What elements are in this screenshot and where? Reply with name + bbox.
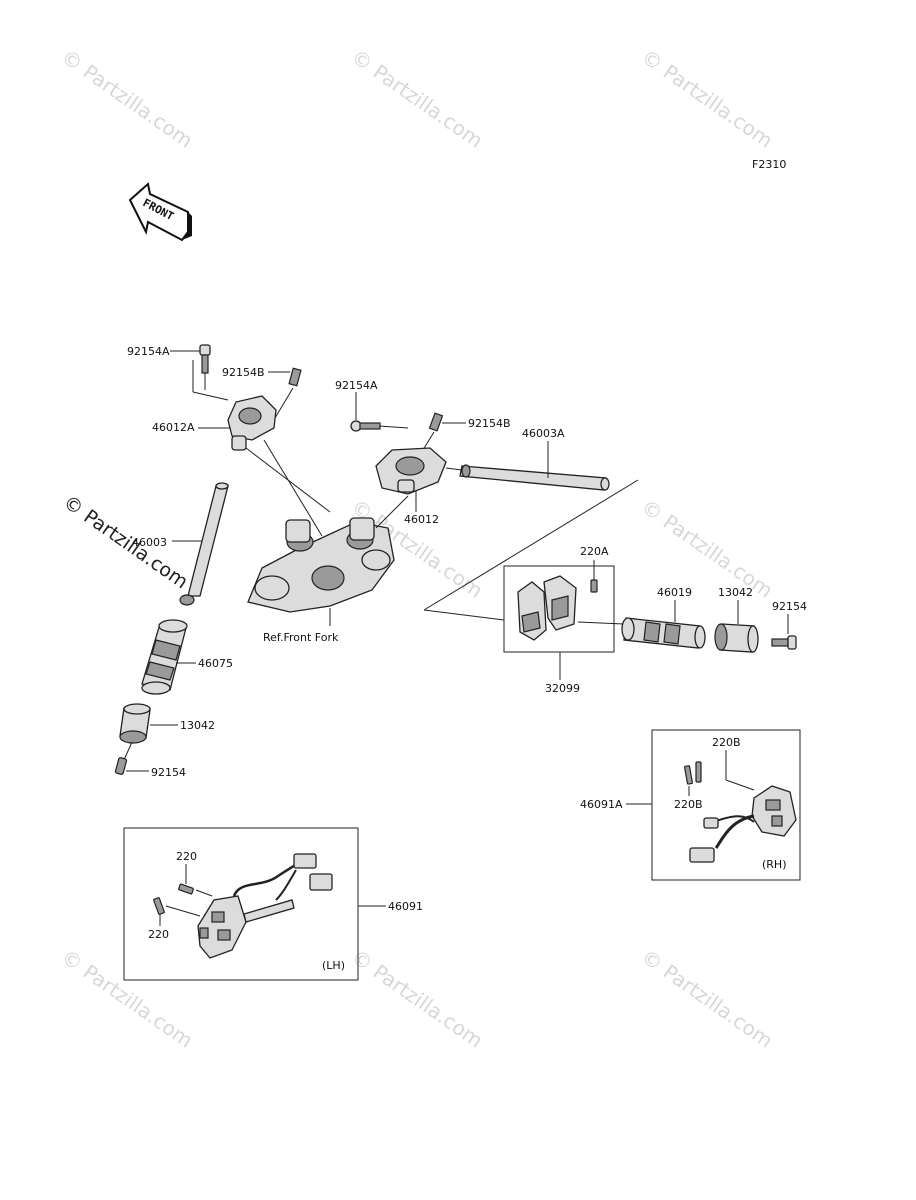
- bolt-92154a-mid[interactable]: [350, 420, 381, 432]
- bar-end-weight-13042-right[interactable]: [714, 623, 759, 653]
- screw-220b-bot[interactable]: [684, 765, 693, 785]
- callout-92154b-mid[interactable]: 92154B: [468, 417, 511, 430]
- watermark-dark: © Partzilla.com: [59, 491, 192, 593]
- figure-code: F2310: [752, 158, 786, 171]
- watermark: © Partzilla.com: [57, 944, 197, 1052]
- callout-46003[interactable]: 46003: [132, 536, 167, 549]
- ref-front-fork: Ref.Front Fork: [263, 631, 339, 644]
- bolt-92154-right[interactable]: [771, 635, 797, 650]
- callout-46091[interactable]: 46091: [388, 900, 423, 913]
- switch-lh-box: [123, 827, 359, 981]
- bolt-92154b-mid[interactable]: [428, 412, 444, 432]
- throttle-case-box: [503, 565, 615, 653]
- bolt-92154a-left[interactable]: [199, 344, 211, 390]
- handlebar-switch-lh[interactable]: [197, 853, 333, 959]
- callout-220-lower[interactable]: 220: [148, 928, 169, 941]
- watermark: © Partzilla.com: [347, 44, 487, 152]
- screw-220a[interactable]: [590, 579, 598, 593]
- callout-46003a[interactable]: 46003A: [522, 427, 565, 440]
- callout-220-upper[interactable]: 220: [176, 850, 197, 863]
- callout-92154a-mid[interactable]: 92154A: [335, 379, 378, 392]
- callout-92154-right[interactable]: 92154: [772, 600, 807, 613]
- grip-46075[interactable]: [141, 619, 188, 695]
- callout-46019[interactable]: 46019: [657, 586, 692, 599]
- front-arrow-icon: FRONT: [128, 182, 192, 242]
- callout-46012a[interactable]: 46012A: [152, 421, 195, 434]
- watermark: © Partzilla.com: [347, 944, 487, 1052]
- watermark: © Partzilla.com: [637, 44, 777, 152]
- screw-220b-top[interactable]: [695, 761, 702, 783]
- box-label-rh: (RH): [762, 858, 787, 871]
- callout-46091a[interactable]: 46091A: [580, 798, 623, 811]
- throttle-case-32099[interactable]: [517, 575, 577, 641]
- handlebar-holder-46012a[interactable]: [227, 395, 277, 451]
- callout-220b-top[interactable]: 220B: [712, 736, 741, 749]
- callout-220a[interactable]: 220A: [580, 545, 609, 558]
- callout-13042-left[interactable]: 13042: [180, 719, 215, 732]
- upper-triple-clamp[interactable]: [247, 517, 395, 613]
- box-label-lh: (LH): [322, 959, 345, 972]
- callout-92154b-left[interactable]: 92154B: [222, 366, 265, 379]
- callout-92154a-left[interactable]: 92154A: [127, 345, 170, 358]
- bolt-92154-left[interactable]: [114, 757, 128, 775]
- handlebar-46003[interactable]: [179, 482, 229, 606]
- callout-220b-bot[interactable]: 220B: [674, 798, 703, 811]
- bar-end-weight-13042-left[interactable]: [119, 703, 151, 744]
- screw-220-upper[interactable]: [178, 883, 194, 895]
- throttle-grip-46019[interactable]: [621, 617, 706, 649]
- watermark: © Partzilla.com: [57, 44, 197, 152]
- callout-13042-right[interactable]: 13042: [718, 586, 753, 599]
- switch-rh-box: [651, 729, 801, 881]
- handlebar-46003a[interactable]: [459, 464, 610, 491]
- callout-92154-left[interactable]: 92154: [151, 766, 186, 779]
- callout-46012[interactable]: 46012: [404, 513, 439, 526]
- bolt-92154b-left[interactable]: [288, 367, 302, 387]
- callout-32099[interactable]: 32099: [545, 682, 580, 695]
- handlebar-switch-rh[interactable]: [689, 785, 797, 863]
- screw-220-lower[interactable]: [153, 897, 165, 915]
- watermark: © Partzilla.com: [637, 944, 777, 1052]
- callout-46075[interactable]: 46075: [198, 657, 233, 670]
- handlebar-holder-46012[interactable]: [375, 447, 447, 495]
